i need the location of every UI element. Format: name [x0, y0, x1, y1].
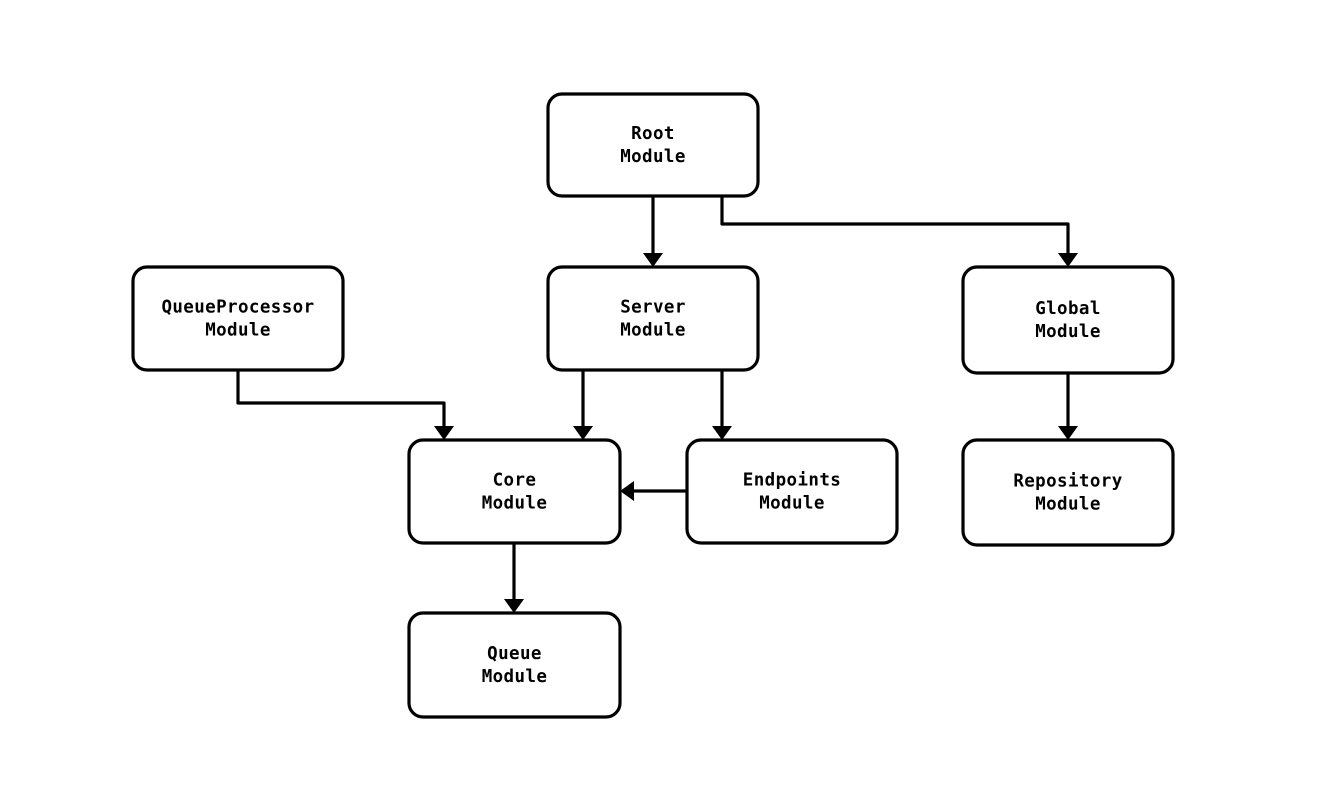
node-box-global[interactable] [961, 265, 1175, 375]
node-label-line1-queueprocessor: QueueProcessor [161, 298, 314, 318]
edge-global-to-repository [1058, 373, 1078, 440]
node-label-line1-server: Server [620, 298, 686, 318]
node-label-line1-root: Root [631, 124, 675, 144]
node-label-line1-endpoints: Endpoints [743, 471, 841, 491]
node-label-line2-global: Module [1035, 322, 1101, 342]
node-label-line2-core: Module [482, 494, 548, 514]
node-label-line1-global: Global [1035, 299, 1101, 319]
arrowhead-icon [620, 481, 634, 501]
node-label-line1-core: Core [493, 471, 537, 491]
node-box-core[interactable] [407, 438, 622, 545]
node-label-line1-repository: Repository [1013, 472, 1122, 492]
edge-line [236, 370, 446, 428]
node-box-endpoints[interactable] [685, 438, 899, 545]
node-box-root[interactable] [546, 92, 760, 198]
arrowhead-icon [434, 426, 454, 440]
node-label-line2-endpoints: Module [759, 494, 825, 514]
arrowhead-icon [1058, 426, 1078, 440]
arrowhead-icon [504, 599, 524, 613]
node-box-queue[interactable] [407, 611, 622, 719]
edge-core-to-queue [504, 543, 524, 613]
node-label-line2-queue: Module [482, 667, 548, 687]
node-label-line2-queueprocessor: Module [205, 321, 271, 341]
node-label-line2-root: Module [620, 147, 686, 167]
edge-queueprocessor-to-core [236, 370, 454, 440]
arrowhead-icon [712, 426, 732, 440]
edge-root-to-server [643, 196, 663, 267]
node-label-line2-server: Module [620, 321, 686, 341]
arrowhead-icon [573, 426, 593, 440]
node-box-server[interactable] [546, 265, 760, 372]
node-box-repository[interactable] [961, 438, 1175, 547]
edge-root-to-global [720, 196, 1078, 267]
nodes-layer: RootModuleQueueProcessorModuleServerModu… [131, 92, 1175, 719]
node-label-line2-repository: Module [1035, 495, 1101, 515]
arrowhead-icon [1058, 253, 1078, 267]
edges-layer [236, 196, 1078, 613]
edge-server-to-core [573, 370, 593, 440]
node-label-line1-queue: Queue [487, 644, 542, 664]
edge-server-to-endpoints [712, 370, 732, 440]
arrowhead-icon [643, 253, 663, 267]
node-box-queueprocessor[interactable] [131, 265, 345, 372]
edge-line [720, 196, 1070, 255]
edge-endpoints-to-core [620, 481, 687, 501]
